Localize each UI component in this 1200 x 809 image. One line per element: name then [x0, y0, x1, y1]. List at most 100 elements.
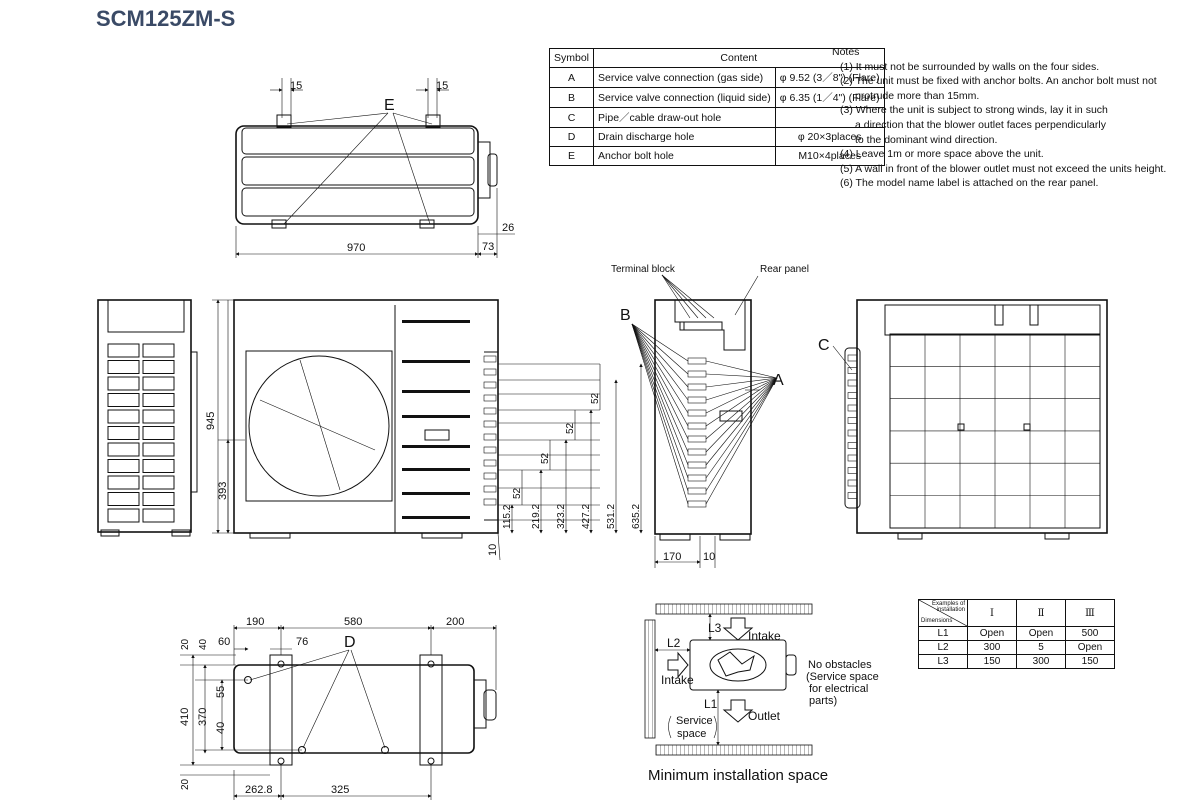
- spec-row: C Pipe／cable draw-out hole: [548, 107, 885, 128]
- rear-view: C: [818, 299, 1108, 540]
- port: [847, 404, 858, 412]
- grille-cell: [107, 426, 140, 440]
- panel-slot: [402, 320, 470, 323]
- panel-slot: [402, 492, 470, 495]
- spec-content: Anchor bolt hole: [593, 146, 776, 166]
- dim-945: 945: [205, 412, 217, 430]
- spec-symbol: D: [548, 127, 595, 147]
- grille-cell: [142, 442, 175, 457]
- valve-fitting: [483, 472, 497, 480]
- label-B: B: [620, 307, 631, 324]
- valve-fitting: [483, 394, 497, 402]
- symbol-header: Symbol: [548, 48, 595, 68]
- install-col: Ⅲ: [1065, 599, 1115, 627]
- leader-B: [631, 323, 689, 401]
- panel-slot: [402, 516, 470, 519]
- valve-fitting: [483, 420, 497, 428]
- panel-slot: [402, 468, 470, 471]
- grille-cell: [142, 508, 175, 523]
- valve-fitting: [483, 381, 497, 389]
- grille-cell: [107, 459, 140, 473]
- grille-cell: [142, 459, 175, 473]
- valve-fitting: [687, 500, 707, 508]
- note-line: (4) Leave 1m or more space above the uni…: [840, 148, 1044, 161]
- top-view: 15 15 E 970 73 26: [235, 78, 515, 258]
- dim-26: 26: [502, 222, 514, 234]
- intake-left-label: Intake: [661, 673, 694, 687]
- dim-top-15-right: 15: [436, 80, 448, 92]
- panel-slot: [402, 360, 470, 363]
- panel-slot: [402, 390, 470, 393]
- no-obstacles-1: No obstacles: [808, 659, 872, 671]
- leader-A: [705, 377, 778, 492]
- install-row: L2 300 5 Open: [918, 640, 1115, 655]
- stack-dim-label: 427.2: [581, 504, 592, 529]
- grille-cell: [107, 508, 140, 523]
- spec-symbol: A: [548, 67, 595, 88]
- dim-10-front: 10: [487, 544, 499, 556]
- install-cell: 300: [1016, 654, 1066, 669]
- valve-fitting: [483, 446, 497, 454]
- spec-content: Drain discharge hole: [593, 127, 776, 147]
- dim-top-15-left: 15: [290, 80, 302, 92]
- spec-row: D Drain discharge hole φ 20×3places: [548, 127, 885, 147]
- notes: Notes (1) It must not be surrounded by w…: [832, 45, 1166, 191]
- service-space-label-2: space: [677, 728, 706, 740]
- panel-slot: [402, 445, 470, 448]
- leader-A: [705, 377, 778, 440]
- dim-325: 325: [331, 784, 349, 796]
- note-line: a direction that the blower outlet faces…: [855, 118, 1106, 131]
- dim-73: 73: [482, 241, 494, 253]
- valve-fitting: [687, 487, 707, 495]
- port: [847, 379, 858, 387]
- dim-200: 200: [446, 616, 464, 628]
- grille-cell: [107, 475, 140, 490]
- leader-B: [631, 323, 689, 375]
- leader-A: [705, 377, 778, 388]
- grille-cell: [107, 393, 140, 407]
- leader-B: [631, 323, 689, 466]
- dim-170: 170: [663, 551, 681, 563]
- dim-393: 393: [217, 482, 229, 500]
- valve-fitting: [687, 370, 707, 378]
- notes-title: Notes: [832, 46, 860, 58]
- spec-symbol: E: [548, 146, 595, 166]
- leader-B: [631, 323, 689, 492]
- port: [847, 479, 858, 487]
- spec-symbol: B: [548, 87, 595, 108]
- install-cell: 150: [967, 654, 1017, 669]
- outlet-label: Outlet: [748, 709, 781, 723]
- intake-top-label: Intake: [748, 629, 781, 643]
- spec-value: φ 6.35 (1／4") (Flare): [774, 87, 885, 108]
- leader-A: [705, 377, 778, 505]
- spec-row: A Service valve connection (gas side) φ …: [548, 67, 885, 88]
- stack-dim-label: 531.2: [606, 504, 617, 529]
- valve-fitting: [483, 498, 497, 506]
- label-C: C: [818, 337, 830, 354]
- grille-cell: [142, 360, 175, 374]
- note-line: (6) The model name label is attached on …: [840, 177, 1099, 190]
- valve-fitting: [687, 383, 707, 391]
- grille-cell: [107, 442, 140, 457]
- port: [847, 454, 858, 462]
- corner-top-1: Examples of: [931, 601, 965, 607]
- port: [847, 367, 858, 374]
- leader-A: [705, 377, 778, 414]
- leader-B: [631, 323, 689, 440]
- service-space-label-1: Service: [676, 715, 713, 727]
- valve-fitting: [687, 396, 707, 404]
- right-side-view: Terminal block Rear panel B A 170 10: [611, 264, 809, 568]
- leader-B: [631, 323, 689, 362]
- dim-52-label: 52: [540, 452, 551, 464]
- port: [847, 492, 858, 499]
- bottom-view: D 190 580 200 60 76 20 40 410 370 55 40 …: [179, 616, 497, 800]
- grille-cell: [142, 376, 175, 391]
- stack-dim-label: 635.2: [631, 504, 642, 529]
- port: [847, 417, 858, 424]
- leader-A: [705, 377, 778, 427]
- port: [847, 429, 858, 437]
- valve-fitting: [483, 459, 497, 467]
- rear-ports: [847, 354, 858, 499]
